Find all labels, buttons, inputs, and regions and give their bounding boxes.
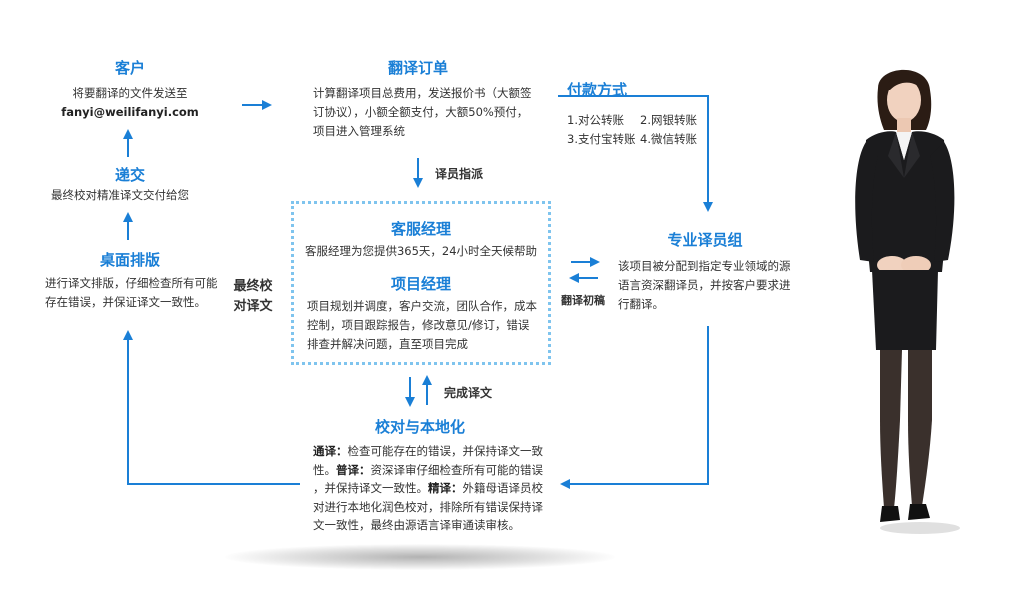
order-line-3: 项目进入管理系统 bbox=[313, 124, 405, 138]
dtp-title: 桌面排版 bbox=[99, 251, 160, 269]
dtp-line-2: 存在错误，并保证译文一致性。 bbox=[45, 295, 206, 309]
proof-level-1-label: 通译： bbox=[313, 444, 348, 458]
proof-line-4: 对进行本地化润色校对，排除所有错误保持译 bbox=[313, 499, 543, 514]
payment-method-2: 2.网银转账 bbox=[640, 113, 697, 127]
translators-line-2: 语言资深翻译员，并按客户要求进 bbox=[618, 278, 791, 292]
customer-title: 客户 bbox=[114, 59, 145, 77]
pm-text: 项目规划并调度，客户交流，团队合作，成本 控制，项目跟踪报告，修改意见/修订，错… bbox=[307, 297, 547, 354]
translators-line-1: 该项目被分配到指定专业领域的源 bbox=[618, 259, 791, 273]
order-title: 翻译订单 bbox=[387, 59, 448, 77]
final-check-label-line-2: 对译文 bbox=[233, 299, 273, 314]
proof-line-3: ，并保持译文一致性。 bbox=[313, 481, 428, 495]
draft-label: 翻译初稿 bbox=[561, 294, 605, 307]
proof-title: 校对与本地化 bbox=[374, 418, 465, 436]
final-check-label-line-1: 最终校 bbox=[233, 279, 273, 294]
proof-line-1: 检查可能存在的错误，并保持译文一致 bbox=[347, 444, 544, 458]
arrow-proof-to-dtp bbox=[123, 330, 300, 485]
proof-line-3b: 外籍母语译员校 bbox=[462, 481, 544, 495]
pm-line-2: 控制，项目跟踪报告，修改意见/修订，错误 bbox=[307, 318, 530, 332]
payment-title: 付款方式 bbox=[567, 81, 628, 99]
translators-text: 该项目被分配到指定专业领域的源 语言资深翻译员，并按客户要求进 行翻译。 bbox=[618, 257, 808, 314]
businesswoman-figure bbox=[855, 69, 960, 534]
payment-method-1: 1.对公转账 bbox=[567, 113, 624, 127]
payment-methods: 1.对公转账 2.网银转账 3.支付宝转账 4.微信转账 bbox=[567, 111, 727, 149]
translators-line-3: 行翻译。 bbox=[618, 297, 664, 311]
manager-box bbox=[291, 201, 551, 365]
base-shadow bbox=[225, 544, 615, 570]
payment-method-4: 4.微信转账 bbox=[640, 132, 697, 146]
cs-manager-text: 客服经理为您提供365天，24小时全天候帮助 bbox=[304, 244, 538, 258]
final-check-label: 最终校 对译文 bbox=[228, 277, 278, 317]
proof-line-2: 性。 bbox=[313, 462, 336, 477]
dtp-line-1: 进行译文排版，仔细检查所有可能 bbox=[45, 276, 218, 290]
done-label: 完成译文 bbox=[444, 386, 493, 400]
arrow-translators-to-proof bbox=[560, 326, 709, 489]
proof-level-2-label: 普译： bbox=[336, 462, 371, 477]
translators-title: 专业译员组 bbox=[667, 231, 743, 249]
proof-text: 通译：检查可能存在的错误，并保持译文一致 性。普译：资深译审仔细检查所有可能的错… bbox=[313, 442, 558, 535]
pm-title: 项目经理 bbox=[390, 275, 451, 293]
customer-line-1: 将要翻译的文件发送至 bbox=[72, 86, 188, 100]
dtp-text: 进行译文排版，仔细检查所有可能 存在错误，并保证译文一致性。 bbox=[45, 274, 240, 312]
proof-line-2b: 资深译审仔细检查所有可能的错误 bbox=[370, 462, 544, 477]
customer-email: fanyi@weilifanyi.com bbox=[61, 105, 199, 119]
customer-text: 将要翻译的文件发送至 fanyi@weilifanyi.com bbox=[40, 84, 220, 122]
assign-label: 译员指派 bbox=[435, 167, 484, 181]
proof-level-3-label: 精译： bbox=[428, 481, 463, 495]
proof-line-5: 文一致性，最终由源语言译审通读审核。 bbox=[313, 518, 520, 532]
pm-line-3: 排查并解决问题，直至项目完成 bbox=[307, 337, 468, 351]
pm-line-1: 项目规划并调度，客户交流，团队合作，成本 bbox=[307, 299, 537, 313]
cs-manager-title: 客服经理 bbox=[390, 220, 451, 238]
order-text: 计算翻译项目总费用，发送报价书（大额签 订协议），小额全额支付，大额50%预付，… bbox=[313, 84, 558, 141]
order-line-1: 计算翻译项目总费用，发送报价书（大额签 bbox=[313, 86, 532, 100]
submit-title: 递交 bbox=[114, 166, 145, 184]
submit-text: 最终校对精准译文交付给您 bbox=[51, 188, 189, 202]
arrow-payment-to-translators bbox=[558, 95, 713, 212]
order-line-2: 订协议），小额全额支付，大额50%预付， bbox=[313, 105, 529, 119]
payment-method-3: 3.支付宝转账 bbox=[567, 132, 636, 146]
